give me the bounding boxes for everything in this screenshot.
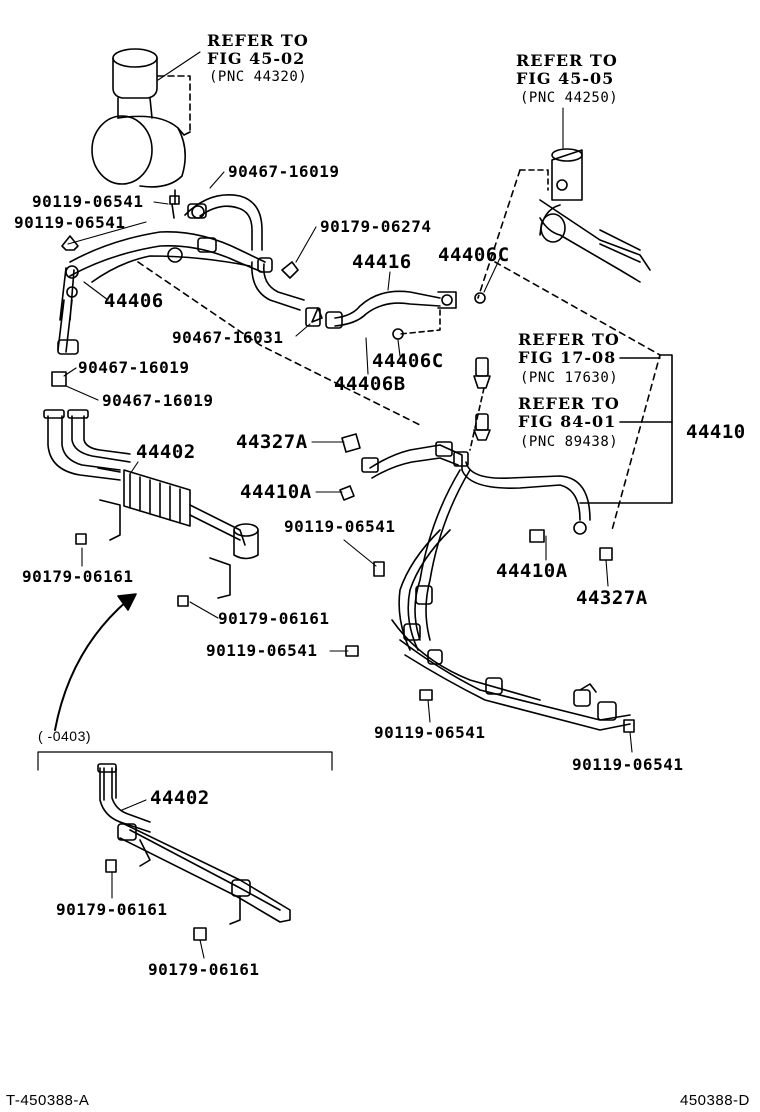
footer-left-code: T-450388-A <box>6 1092 90 1109</box>
ref-label-2-line2: FIG 45-05 <box>516 69 615 88</box>
part-label-90467-16019-a: 90467-16019 <box>228 162 340 181</box>
ref-label-4-line3: (PNC 89438) <box>520 434 619 450</box>
ref-label-3-line2: FIG 17-08 <box>518 348 617 367</box>
leader-lines <box>63 51 633 959</box>
ref-label-1-line3: (PNC 44320) <box>209 69 308 85</box>
ref-label-1-line1: REFER TO <box>207 31 309 50</box>
part-label-44406C-b: 44406C <box>372 350 444 372</box>
part-label-90467-16019-b: 90467-16019 <box>78 358 190 377</box>
hose-44416-drawing <box>305 290 457 340</box>
part-label-90467-16019-c: 90467-16019 <box>102 391 214 410</box>
pump-reservoir-drawing <box>91 48 191 219</box>
hose-44406-drawing <box>57 194 421 426</box>
part-label-90179-06274: 90179-06274 <box>320 217 432 236</box>
inset-bracket-drawing <box>37 751 333 771</box>
part-label-44406: 44406 <box>104 290 164 312</box>
part-label-90467-16031: 90467-16031 <box>172 328 284 347</box>
ref-label-4-line1: REFER TO <box>518 394 620 413</box>
part-label-90119-06541-f: 90119-06541 <box>572 755 684 774</box>
footer-right-code: 450388-D <box>680 1092 750 1109</box>
ref-label-2-line3: (PNC 44250) <box>520 90 619 106</box>
part-label-90179-06161-a: 90179-06161 <box>22 567 134 586</box>
oil-cooler-44402-drawing <box>43 409 259 599</box>
pressure-tube-44410-drawing <box>361 354 673 731</box>
part-label-44406B: 44406B <box>334 373 406 395</box>
ref-label-3-line1: REFER TO <box>518 330 620 349</box>
part-label-90179-06161-d: 90179-06161 <box>148 960 260 979</box>
fasteners-drawing <box>51 371 635 733</box>
part-label-44410A-b: 44410A <box>496 560 568 582</box>
ref-label-2-line1: REFER TO <box>516 51 618 70</box>
part-label-44416: 44416 <box>352 251 412 273</box>
inset-arrow-drawing <box>54 593 137 731</box>
ref-label-4-line2: FIG 84-01 <box>518 412 617 431</box>
part-label-90119-06541-b: 90119-06541 <box>14 213 126 232</box>
pressure-switches-drawing <box>469 357 491 451</box>
part-label-44410: 44410 <box>686 421 746 443</box>
clip-90179-06274-drawing <box>281 261 299 279</box>
part-label-90179-06161-c: 90179-06161 <box>56 900 168 919</box>
part-label-90119-06541-a: 90119-06541 <box>32 192 144 211</box>
ref-label-1-line2: FIG 45-02 <box>207 49 306 68</box>
part-label-44327A-b: 44327A <box>576 587 648 609</box>
part-label-90119-06541-e: 90119-06541 <box>374 723 486 742</box>
part-label-44402-a: 44402 <box>136 441 196 463</box>
part-label-44402-b: 44402 <box>150 787 210 809</box>
part-label-90179-06161-b: 90179-06161 <box>218 609 330 628</box>
part-label-44327A-a: 44327A <box>236 431 308 453</box>
ref-label-3-line3: (PNC 17630) <box>520 370 619 386</box>
part-label-90119-06541-c: 90119-06541 <box>284 517 396 536</box>
part-label-44410A-a: 44410A <box>240 481 312 503</box>
part-label-44406C-a: 44406C <box>438 244 510 266</box>
inset-cooler-drawing <box>97 763 291 941</box>
part-label-90119-06541-d: 90119-06541 <box>206 641 318 660</box>
inset-range-label: ( -0403) <box>38 728 92 744</box>
